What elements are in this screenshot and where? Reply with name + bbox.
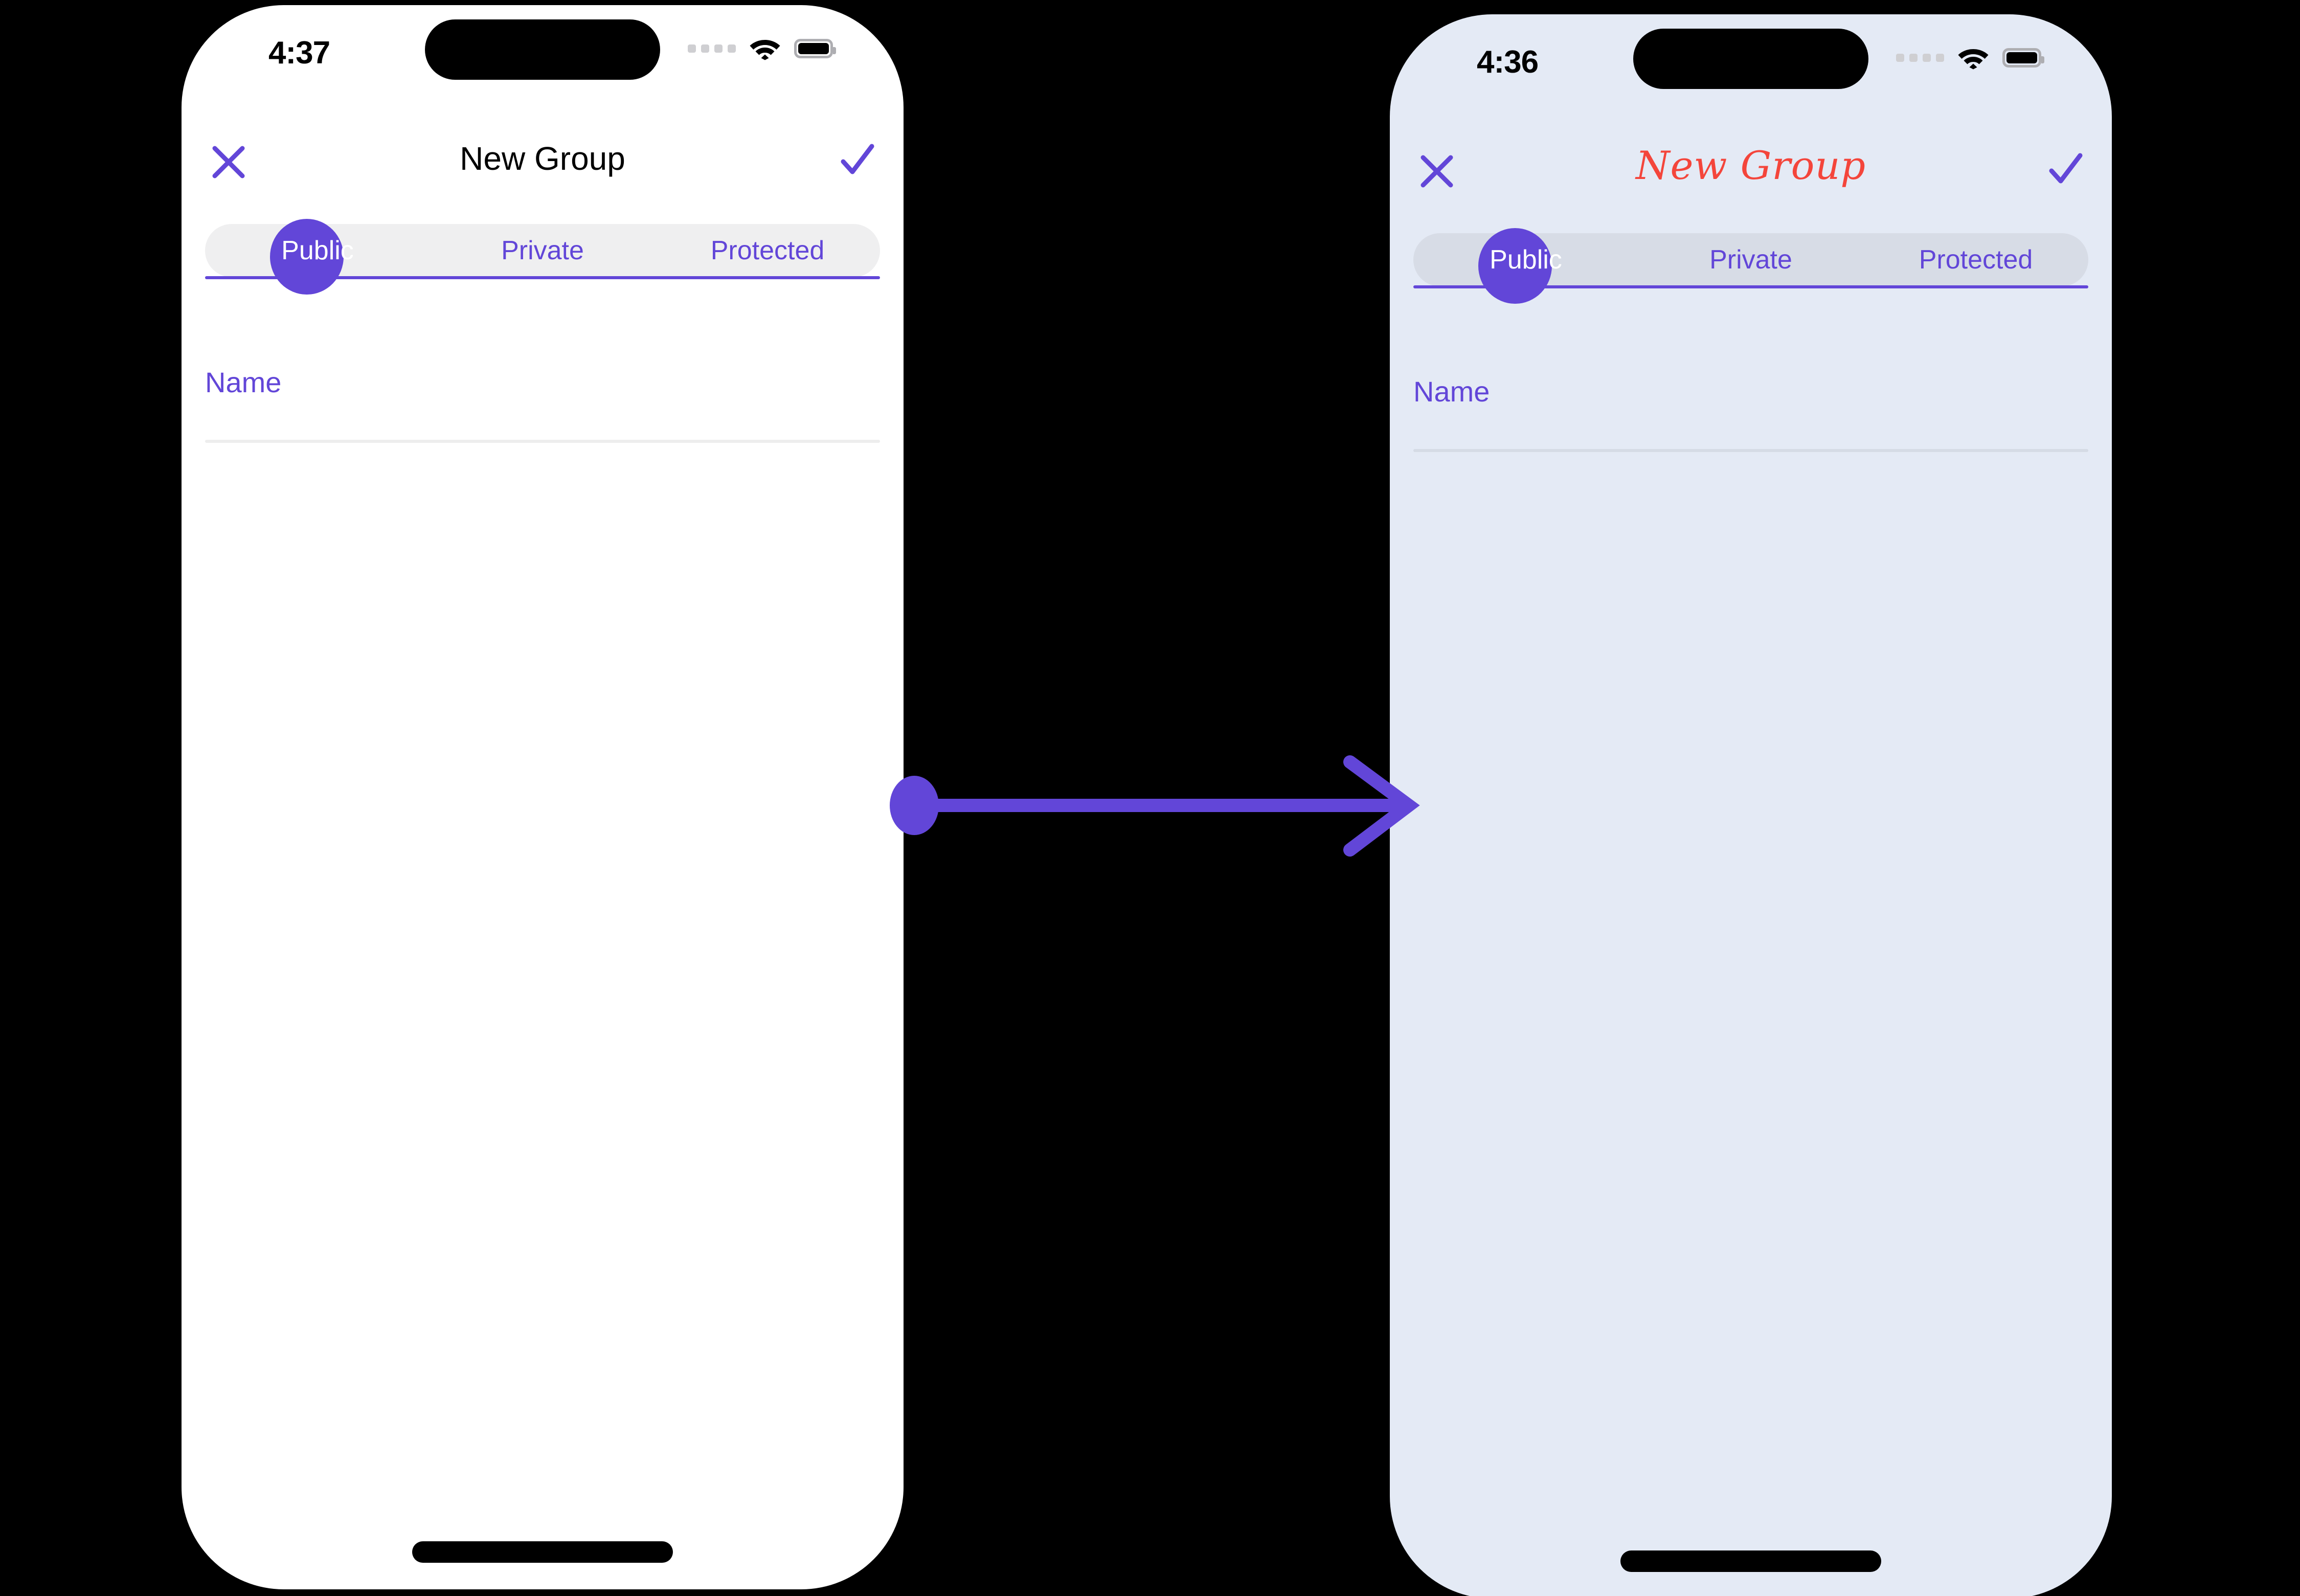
status-indicators (688, 37, 836, 60)
segmented-control-track: Public Private Protected (1413, 228, 2088, 304)
name-field[interactable]: Name (205, 349, 880, 451)
name-field-label: Name (1413, 375, 1490, 408)
wifi-icon (749, 37, 781, 60)
segmented-control-visibility[interactable]: Public Private Protected (205, 216, 880, 295)
dynamic-island (425, 19, 660, 80)
segment-protected[interactable]: Protected (710, 236, 825, 265)
segmented-control-visibility[interactable]: Public Private Protected (1413, 225, 2088, 304)
close-x-icon[interactable] (205, 135, 252, 182)
signal-dots-icon (1896, 54, 1944, 62)
name-field[interactable]: Name (1413, 358, 2088, 460)
segmented-control-thumb (1478, 228, 1552, 304)
segmented-control-underline (205, 276, 880, 279)
segmented-control-underline (1413, 285, 2088, 288)
signal-dots-icon (688, 44, 736, 53)
name-field-underline (205, 440, 880, 443)
segment-private[interactable]: Private (1709, 245, 1792, 275)
status-time: 4:36 (1477, 44, 1539, 80)
checkmark-icon[interactable] (833, 135, 880, 182)
close-x-icon[interactable] (1413, 144, 1460, 191)
nav-bar: New Group (182, 128, 904, 194)
battery-full-icon (2002, 48, 2044, 68)
home-indicator (412, 1541, 673, 1563)
name-field-label: Name (205, 366, 282, 398)
segment-public[interactable]: Public (281, 236, 354, 265)
page-title: New Group (460, 140, 625, 177)
phone-screen-after: 4:36 New Group (1390, 14, 2112, 1596)
segmented-control-track: Public Private Protected (205, 219, 880, 295)
status-bar: 4:37 (182, 5, 904, 95)
page-title: New Group (1635, 143, 1866, 188)
segment-protected[interactable]: Protected (1919, 245, 2033, 275)
dynamic-island (1633, 29, 1868, 89)
segment-public[interactable]: Public (1490, 245, 1562, 275)
status-time: 4:37 (268, 35, 330, 71)
status-indicators (1896, 46, 2044, 70)
status-bar: 4:36 (1390, 14, 2112, 104)
segmented-control-thumb (270, 219, 344, 295)
phone-screen-before: 4:37 New Group (182, 5, 904, 1589)
segment-private[interactable]: Private (501, 236, 584, 265)
nav-bar: New Group (1390, 137, 2112, 204)
checkmark-icon[interactable] (2041, 144, 2088, 191)
home-indicator (1620, 1550, 1881, 1572)
transition-arrow (890, 731, 1432, 880)
wifi-icon (1957, 46, 1989, 70)
battery-full-icon (794, 39, 836, 58)
name-field-underline (1413, 449, 2088, 452)
